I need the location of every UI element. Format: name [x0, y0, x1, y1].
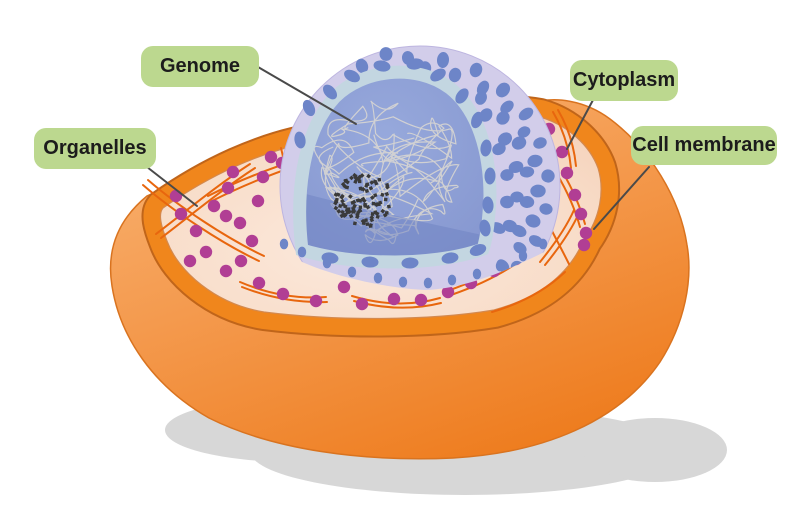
cell-membrane-pointer-line [593, 166, 650, 230]
label-cell-membrane: Cell membrane [631, 126, 777, 165]
label-cytoplasm: Cytoplasm [570, 60, 678, 101]
organelles-pointer-line [146, 166, 198, 207]
nucleolus [333, 172, 391, 228]
pointer-lines [146, 66, 650, 230]
label-genome: Genome [141, 46, 259, 87]
genome-pointer-line [257, 66, 357, 125]
nucleus-base-dots [279, 238, 548, 289]
cytoplasm-pointer-line [566, 99, 594, 150]
nucleus-cut-plane-shading [298, 192, 487, 262]
nuclear-envelope-pores [294, 58, 496, 269]
label-organelles: Organelles [34, 128, 156, 169]
